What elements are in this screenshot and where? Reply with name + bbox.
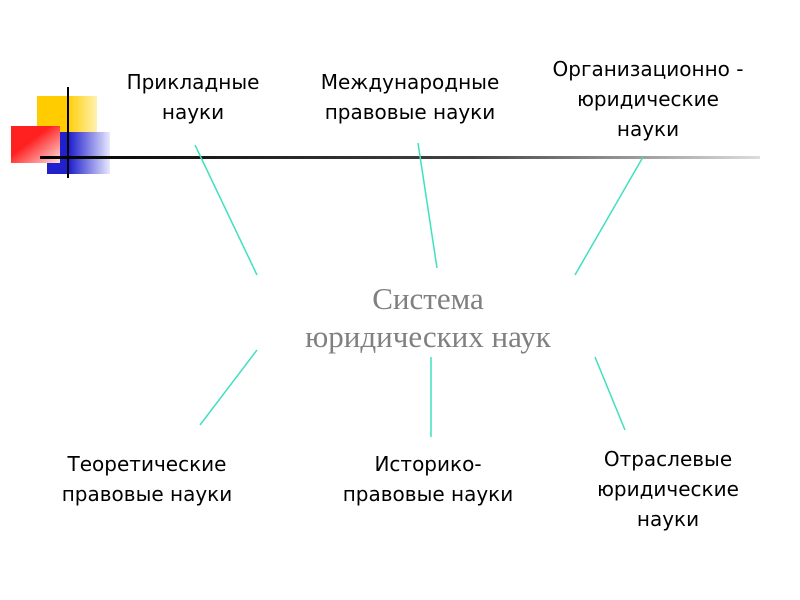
logo-decoration [11,87,110,178]
center-title-line: юридических наук [305,319,551,354]
node-theoretical: Теоретические правовые науки [62,449,233,509]
node-text: Отраслевые [603,447,733,471]
node-text: правовые науки [324,100,496,124]
node-text: Организационно - [552,57,744,81]
connector-branch [594,356,626,431]
node-organizational: Организационно - юридические науки [553,54,744,144]
node-text: юридические [597,477,739,501]
node-text: Историко- [374,452,482,476]
connector-theoretical [199,349,258,426]
connectors [194,142,644,437]
node-text: Прикладные [126,70,260,94]
center-title-line: Система [372,281,484,316]
node-branch: Отраслевые юридические науки [597,444,739,534]
node-text: правовые науки [342,482,514,506]
node-text: юридические [577,87,719,111]
connector-applied [194,144,258,276]
horizontal-rule [40,156,760,159]
node-text: Теоретические [67,452,227,476]
node-text: науки [616,117,680,141]
connector-organizational [574,156,644,276]
node-applied: Прикладные науки [127,67,260,127]
node-historical: Историко- правовые науки [343,449,514,509]
node-text: науки [161,100,225,124]
center-title: Система юридических наук [305,280,551,356]
node-text: правовые науки [61,482,233,506]
node-international: Международные правовые науки [321,67,500,127]
node-text: Международные [320,70,500,94]
node-text: науки [636,507,700,531]
connector-international [417,142,438,269]
